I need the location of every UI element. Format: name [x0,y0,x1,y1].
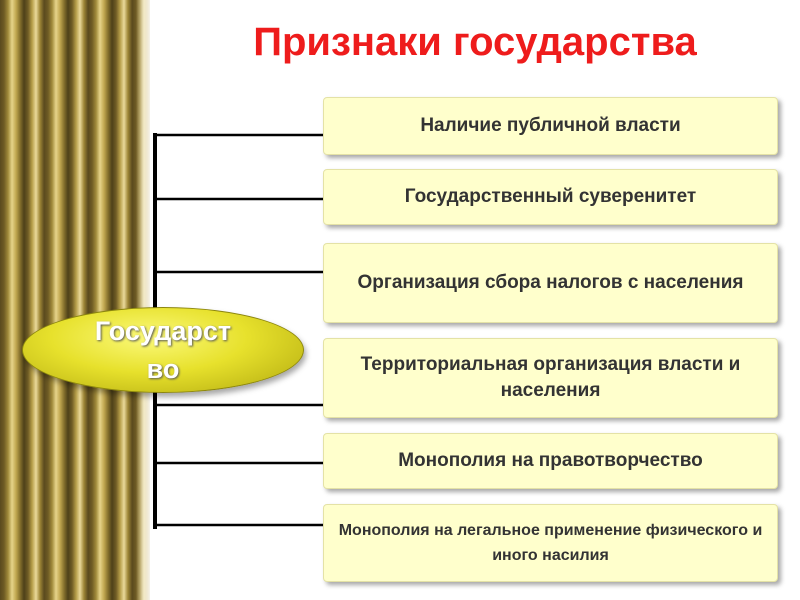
feature-box-1: Наличие публичной власти [323,97,778,155]
feature-box-2: Государственный суверенитет [323,169,778,225]
feature-box-4: Территориальная организация власти и нас… [323,338,778,418]
center-node-label: Государст во [94,316,232,384]
feature-box-5: Монополия на правотворчество [323,433,778,489]
feature-box-6: Монополия на легальное применение физиче… [323,504,778,582]
page-title: Признаки государства [253,20,697,64]
decorative-striped-strip [0,0,150,600]
center-node-ellipse: Государст во [22,307,304,393]
feature-box-3: Организация сбора налогов с населения [323,243,778,323]
